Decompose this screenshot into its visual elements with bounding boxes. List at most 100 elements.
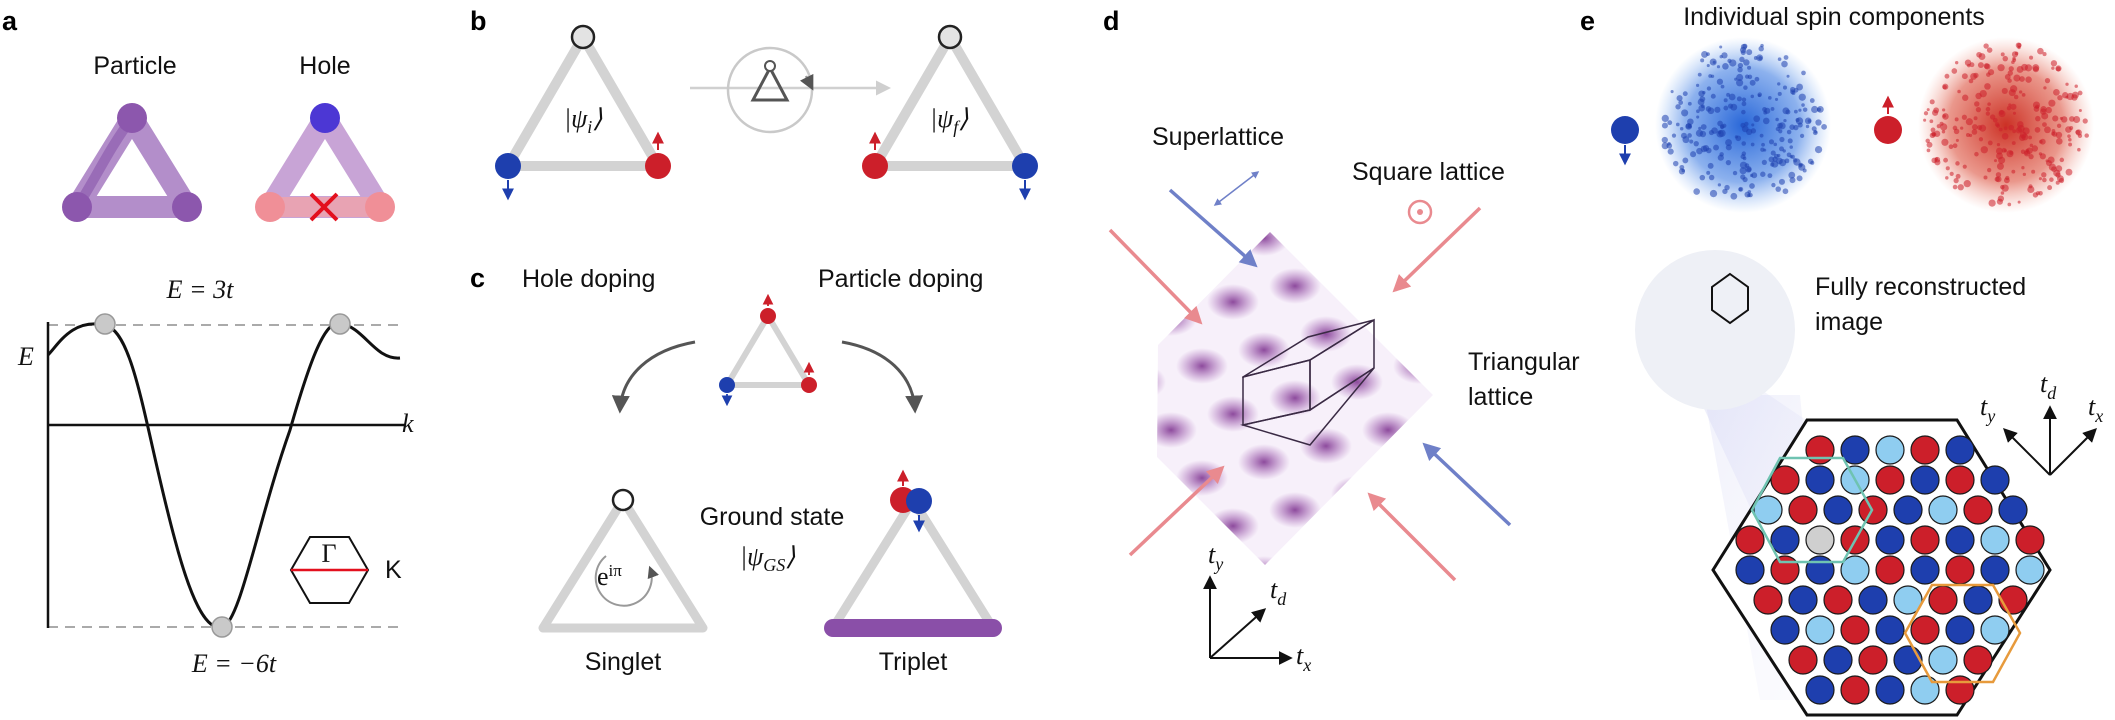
lattice-site	[1331, 476, 1383, 512]
hexagon-site	[1840, 675, 1870, 705]
speckle	[1760, 171, 1766, 177]
speckle	[1709, 58, 1717, 66]
speckle	[1955, 173, 1961, 179]
grid-site	[1785, 373, 1791, 379]
speckle	[1770, 150, 1776, 156]
hexagon-site	[1928, 495, 1958, 525]
lattice-site	[1176, 236, 1228, 272]
energy-axis-label: E	[17, 342, 34, 371]
speckle	[1816, 107, 1821, 112]
lattice-site	[1331, 252, 1383, 288]
speckle	[2055, 131, 2063, 139]
speckle	[2017, 200, 2021, 204]
band-point-right	[329, 313, 351, 335]
speckle	[1970, 72, 1978, 80]
ground-state-label: Ground state	[700, 503, 845, 531]
center-triangle	[719, 293, 817, 407]
ty-label-e: ty	[1980, 392, 1995, 426]
lattice-site	[1238, 444, 1290, 480]
triangular-label-2: lattice	[1468, 383, 1533, 411]
speckle	[1737, 66, 1743, 73]
hexagon-site	[1735, 525, 1765, 555]
speckle	[2001, 147, 2007, 153]
lattice-site	[1362, 188, 1414, 224]
speckle	[2078, 109, 2082, 113]
speckle	[1758, 46, 1764, 52]
grid-site	[1790, 256, 1796, 262]
grid-site	[1646, 400, 1652, 406]
lattice-site	[1300, 232, 1352, 240]
speckle	[1676, 95, 1683, 102]
speckle	[1968, 133, 1973, 138]
speckle	[1740, 174, 1746, 180]
speckle	[2038, 177, 2043, 181]
lattice-site	[990, 284, 1042, 320]
cross-icon	[309, 192, 339, 222]
speckle	[1747, 65, 1752, 70]
lattice-site	[1269, 156, 1321, 192]
speckle	[1701, 51, 1708, 58]
lattice-site	[928, 300, 980, 336]
speckle	[1710, 93, 1716, 99]
speckle	[2028, 135, 2032, 140]
spin-up-speckles	[1923, 42, 2089, 207]
lattice-site	[1579, 524, 1631, 560]
speckle	[1744, 121, 1749, 127]
speckle	[2074, 84, 2078, 88]
speckle	[1796, 83, 1804, 91]
particle-doping-arrow	[841, 340, 924, 414]
speckle	[2012, 56, 2016, 61]
speckle	[2008, 89, 2016, 97]
grid-site	[1781, 256, 1787, 262]
singlet-triangle: eiπ	[534, 488, 712, 637]
hexagon-site	[1788, 585, 1818, 615]
spin-down-marker	[1611, 116, 1639, 144]
speckle	[1716, 78, 1724, 85]
hexagon-site	[1805, 555, 1835, 585]
individual-components-label: Individual spin components	[1683, 3, 1985, 31]
speckle	[2008, 124, 2014, 131]
reconstructed-disc	[1635, 250, 1795, 410]
hexagon-site	[1770, 465, 1800, 495]
grid-site	[1637, 400, 1643, 406]
panel-e: e Individual spin components Fully recon…	[1580, 3, 2103, 717]
hexagon-site	[1823, 495, 1853, 525]
grid-site	[1790, 364, 1796, 370]
hexagon-site	[1980, 465, 2010, 495]
speckle	[1690, 151, 1697, 158]
speckle	[1998, 109, 2005, 115]
speckle	[1977, 62, 1984, 69]
speckle	[1696, 109, 1700, 114]
hexagon-site	[1945, 555, 1975, 585]
speckle	[1738, 187, 1743, 192]
speckle	[1706, 52, 1710, 57]
speckle	[1746, 128, 1753, 136]
lattice-site	[1176, 348, 1228, 384]
speckle	[1775, 117, 1779, 122]
square-beam-arrow-4	[1367, 492, 1457, 582]
speckle	[1768, 139, 1775, 145]
speckle	[1697, 72, 1702, 77]
speckle	[1725, 160, 1732, 166]
speckle	[1753, 115, 1761, 123]
speckle	[2042, 122, 2047, 128]
speckle	[1783, 119, 1787, 123]
speckle	[1793, 109, 1798, 114]
speckle	[1992, 117, 1998, 123]
speckle	[1987, 102, 1991, 106]
speckle	[1736, 79, 1744, 87]
hexagon-site	[1998, 495, 2028, 525]
speckle	[2031, 169, 2036, 174]
hexagon-site	[1910, 465, 1940, 495]
speckle	[1768, 96, 1772, 100]
speckle	[1778, 122, 1786, 130]
speckle	[2048, 99, 2056, 107]
speckle	[1779, 146, 1784, 152]
speckle	[1961, 114, 1967, 120]
speckle	[1749, 183, 1755, 189]
speckle	[1739, 167, 1747, 175]
td-label-e: td	[2040, 369, 2057, 403]
speckle	[1775, 186, 1781, 192]
speckle	[1951, 68, 1958, 74]
speckle	[2044, 77, 2051, 84]
